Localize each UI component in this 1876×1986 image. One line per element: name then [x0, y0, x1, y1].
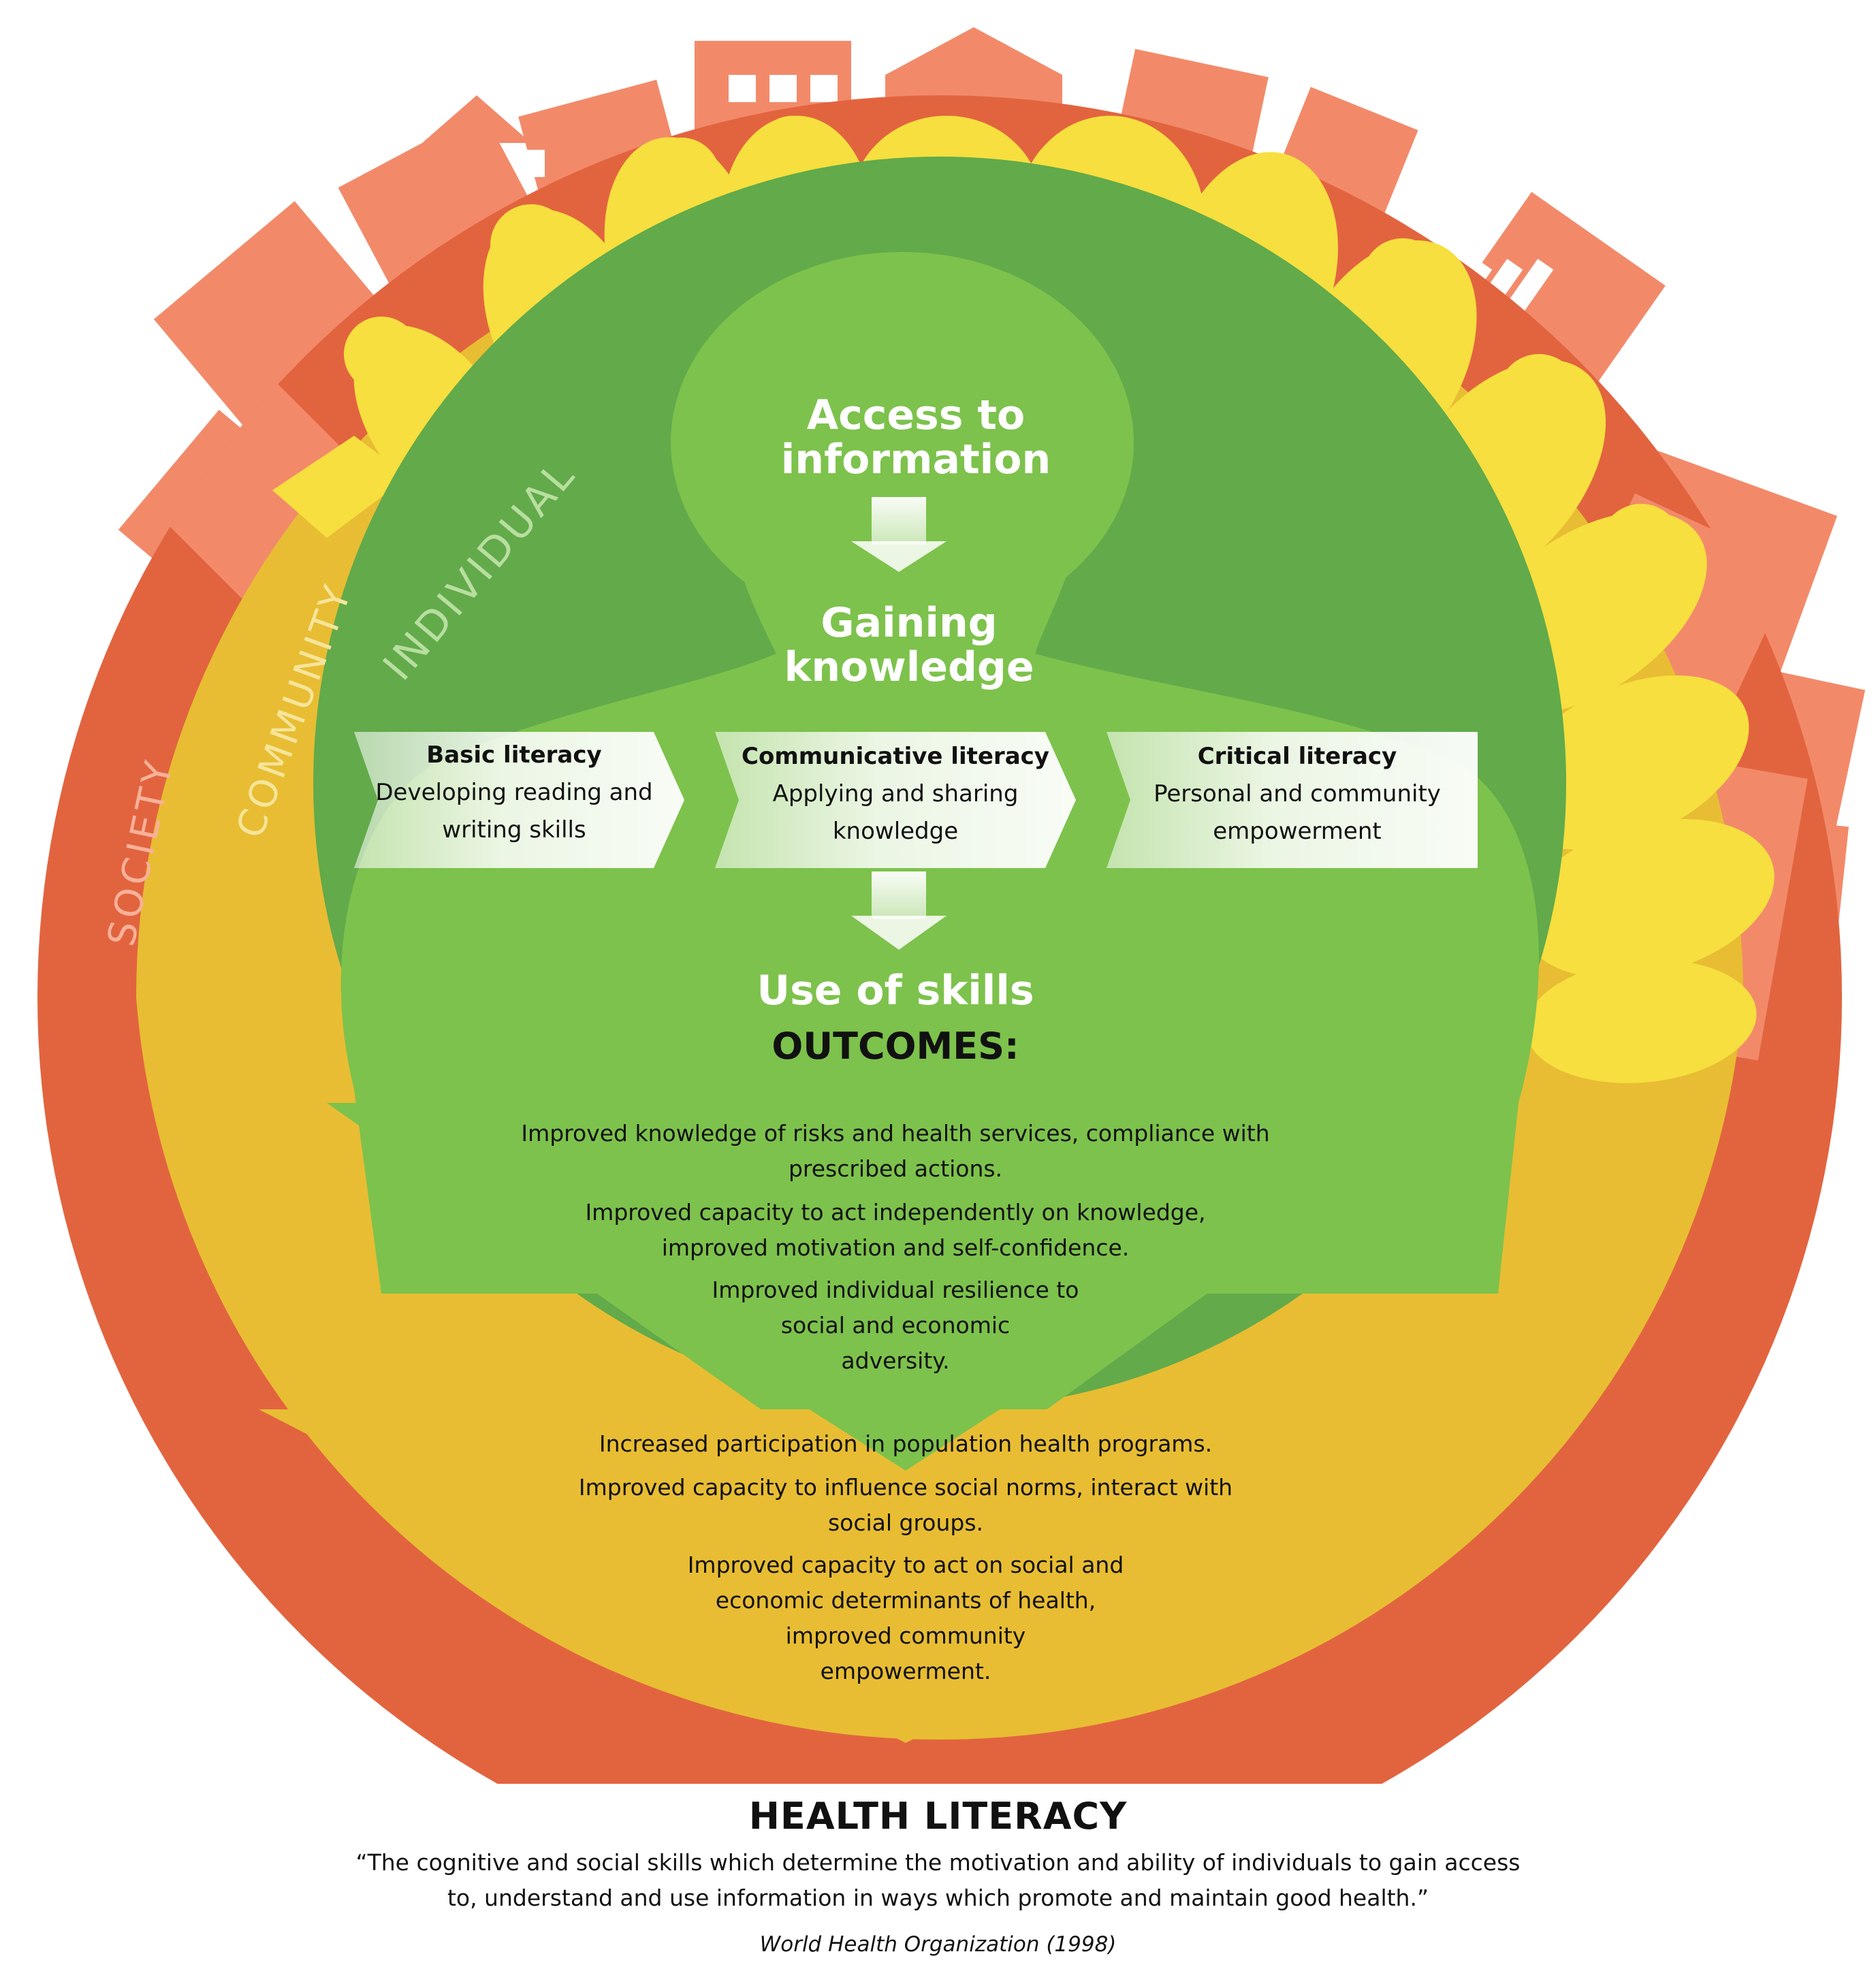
community-outcome-line: Improved capacity to act on social and: [688, 1552, 1124, 1578]
individual-outcome-line: prescribed actions.: [789, 1155, 1002, 1182]
chevron-communicative-literacy: [715, 732, 1076, 868]
basic-literacy-line-2: writing skills: [442, 816, 586, 844]
community-outcome-line: social groups.: [828, 1509, 983, 1536]
individual-outcome-arrow-top: [327, 1103, 1471, 1471]
flow-arrow-2: [851, 871, 947, 950]
individual-outcome-line: Improved capacity to act independently o…: [585, 1199, 1205, 1226]
individual-outcome-line: Improved knowledge of risks and health s…: [521, 1120, 1269, 1147]
communicative-literacy-line-1: Applying and sharing: [773, 780, 1019, 807]
basic-literacy-line-1: Developing reading and: [375, 779, 652, 806]
definition-quote-line-1: “The cognitive and social skills which d…: [355, 1849, 1521, 1876]
communicative-literacy-line-2: knowledge: [833, 818, 958, 845]
community-outcome-line: economic determinants of health,: [716, 1587, 1096, 1614]
building-roof: [422, 95, 531, 143]
basic-literacy-title: Basic literacy: [426, 741, 601, 769]
chevron-critical-literacy: [1107, 732, 1478, 868]
building-roof: [885, 27, 1062, 75]
community-outcome-line: improved community: [786, 1622, 1026, 1649]
critical-literacy-title: Critical literacy: [1198, 743, 1397, 770]
use-of-skills: Use of skills: [757, 967, 1034, 1014]
gaining-line-2: knowledge: [784, 643, 1034, 691]
individual-outcome-line: adversity.: [841, 1347, 949, 1374]
flow-arrow-1: [851, 497, 947, 572]
outcomes-heading: OUTCOMES:: [772, 1025, 1019, 1068]
individual-outcome-line: Improved individual resilience to: [712, 1277, 1079, 1303]
access-line-2: information: [781, 436, 1051, 483]
access-line-1: Access to: [807, 391, 1025, 439]
diagram-canvas: SOCIETY COMMUNITY INDIVIDUAL Access to i…: [37, 27, 1866, 1900]
individual-outcome-line: social and economic: [781, 1312, 1010, 1339]
gaining-line-1: Gaining: [821, 599, 997, 647]
definition-source: World Health Organization (1998): [759, 1932, 1117, 1957]
health-literacy-title: HEALTH LITERACY: [748, 1795, 1128, 1838]
community-outcome-line: Improved capacity to influence social no…: [579, 1474, 1233, 1501]
communicative-literacy-title: Communicative literacy: [742, 743, 1049, 770]
definition-quote-line-2: to, understand and use information in wa…: [447, 1885, 1429, 1911]
individual-outcome-line: improved motivation and self-confidence.: [662, 1234, 1130, 1261]
chevron-basic-literacy: [354, 732, 684, 868]
community-outcome-line: Increased participation in population he…: [599, 1430, 1212, 1457]
community-outcome-line: empowerment.: [821, 1658, 991, 1684]
community-outcome-arrow: [259, 1409, 1559, 1743]
critical-literacy-line-1: Personal and community: [1154, 780, 1441, 807]
critical-literacy-line-2: empowerment: [1213, 818, 1381, 845]
